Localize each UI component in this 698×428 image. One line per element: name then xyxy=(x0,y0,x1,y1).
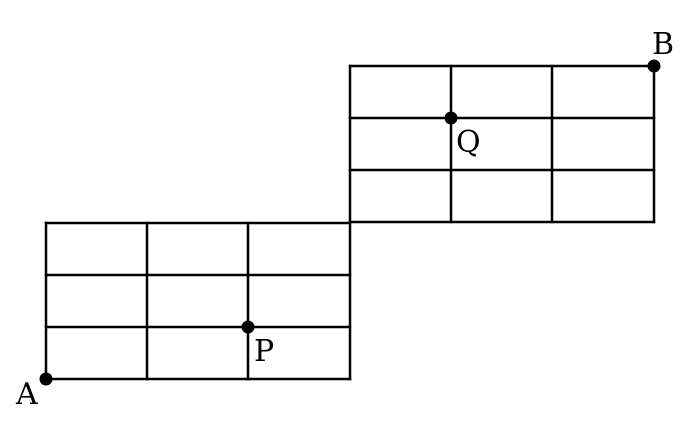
point-b-dot xyxy=(647,59,661,73)
upper-right-grid xyxy=(348,64,656,224)
point-b-label: B xyxy=(652,27,674,62)
point-a-label: A xyxy=(15,377,38,412)
point-q-label: Q xyxy=(456,125,481,160)
point-q-dot xyxy=(444,111,458,125)
points xyxy=(39,59,661,386)
point-p-label: P xyxy=(254,334,274,369)
point-labels: A P Q B xyxy=(15,27,674,412)
lower-left-grid xyxy=(44,221,352,381)
point-p-dot xyxy=(241,320,255,334)
point-a-dot xyxy=(39,372,53,386)
